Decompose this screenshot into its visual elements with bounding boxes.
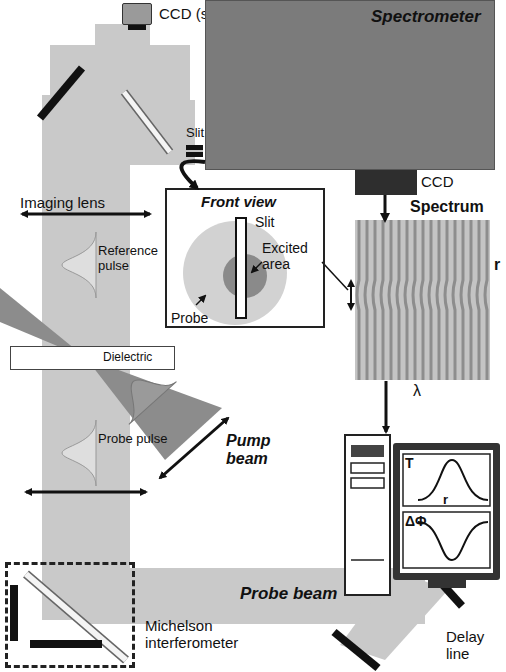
part-label: Imaging lens [20, 194, 105, 211]
phase-curve [418, 522, 488, 560]
plot-frame [403, 512, 490, 568]
data-arrow [385, 381, 388, 432]
pump-beam [0, 288, 222, 460]
node-text: Front view [201, 193, 276, 210]
node-text: CCD [421, 173, 454, 190]
probe-pulse [62, 420, 96, 486]
drive-bay [351, 445, 384, 457]
node-text: Excited area [262, 240, 324, 272]
node-text: r [494, 256, 500, 274]
beam-splitter [124, 92, 170, 152]
computer-tower [345, 435, 390, 595]
mirror [334, 632, 378, 668]
leader-line [322, 262, 348, 290]
drive-bay [351, 478, 384, 488]
node-text: Dielectric [103, 351, 152, 365]
part-label: Probe beam [240, 584, 337, 604]
beam-splitter [124, 92, 170, 152]
mirror [30, 640, 102, 648]
node-text: Michelson interferometer [145, 617, 265, 652]
node-text: Probe [171, 310, 208, 326]
monitor-screen [400, 450, 493, 573]
part-label: Pump beam [226, 432, 286, 469]
monitor-frame [393, 443, 500, 580]
connector-arrow [181, 161, 205, 188]
lens-symbol [22, 213, 150, 216]
dimension-arrow [350, 281, 352, 309]
mirror [10, 585, 18, 641]
drive-bay [351, 463, 384, 473]
node-text: Spectrum [410, 198, 484, 216]
node-box: Dielectric [10, 346, 175, 370]
interference-fringes [357, 220, 487, 380]
part-label: Slit [186, 126, 204, 141]
node-box: Spectrometer [205, 0, 495, 170]
tower-detail [351, 559, 384, 561]
mirror [40, 68, 82, 118]
node-text: λ [413, 382, 421, 400]
beam-splitter [26, 574, 126, 660]
slit-symbol [186, 145, 203, 157]
node-text: Spectrometer [371, 7, 481, 27]
inset-background [165, 188, 325, 328]
part-label: Probe pulse [98, 432, 168, 447]
lens-symbol [160, 418, 228, 478]
monitor-stand [428, 580, 466, 588]
lens-symbol [26, 491, 146, 494]
node-box: CCD (surface visualization) [122, 3, 152, 25]
node-text: r [443, 493, 448, 508]
slit-symbol [236, 218, 246, 318]
transmission-curve [418, 460, 488, 500]
spectrum-image [355, 220, 490, 380]
leader-line [252, 262, 262, 272]
reference-pulse [62, 232, 96, 298]
node-box: Front viewSlitProbe Excited area [165, 188, 325, 328]
node-box: CCD [355, 170, 417, 195]
part-label: Reference pulse [98, 244, 168, 274]
part-label: Delay line [446, 628, 504, 663]
node-box: Michelson interferometer [5, 562, 135, 668]
connector-arrow [384, 195, 387, 220]
node-box: TrΔΦ [393, 443, 500, 580]
node-box: Spectrumrλ [355, 220, 490, 380]
beam-splitter [26, 574, 126, 660]
leader-line [196, 296, 205, 305]
slit-symbol [186, 150, 203, 152]
node-text: T [405, 455, 414, 471]
node-text: Slit [255, 214, 274, 230]
node-text: ΔΦ [405, 513, 427, 529]
